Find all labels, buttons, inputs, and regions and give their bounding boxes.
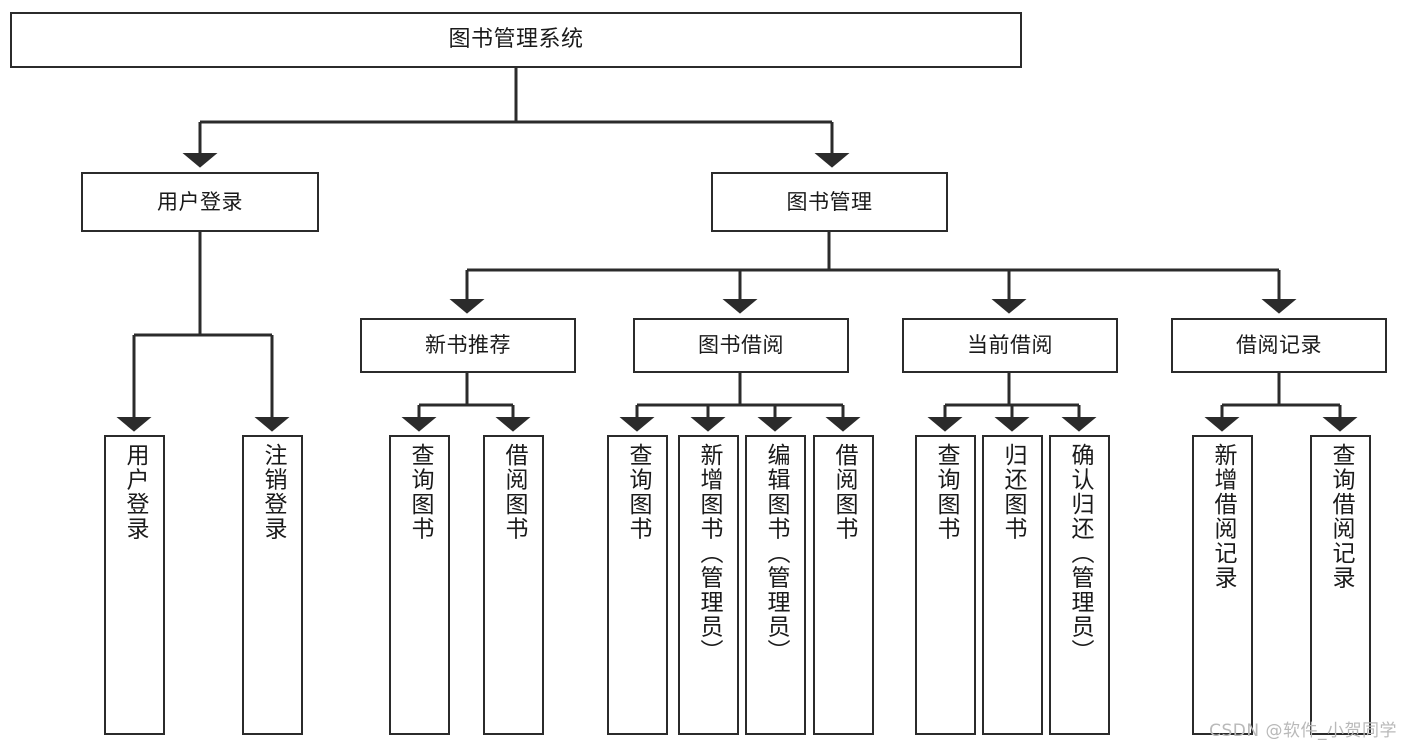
node-book-borrow[interactable]: 图书借阅	[633, 318, 849, 373]
leaf-borrow-book-2-label: 借阅图书	[831, 443, 857, 541]
leaf-node-borrow-book[interactable]: 借阅图书	[813, 435, 874, 735]
node-new-book-recommend[interactable]: 新书推荐	[360, 318, 576, 373]
node-user-login[interactable]: 用户登录	[81, 172, 319, 232]
leaf-query-book-3-label: 查询图书	[933, 443, 959, 541]
node-book-management-label: 图书管理	[786, 189, 873, 214]
leaf-node-borrow-book-recommend[interactable]: 借阅图书	[483, 435, 544, 735]
leaf-borrow-book-1-label: 借阅图书	[501, 443, 527, 541]
leaf-query-book-1-label: 查询图书	[407, 443, 433, 541]
leaf-user-logout-label: 注销登录	[260, 443, 286, 541]
leaf-add-book-label: 新增图书（管理员）	[696, 443, 722, 664]
leaf-node-return-book[interactable]: 归还图书	[982, 435, 1043, 735]
node-new-book-recommend-label: 新书推荐	[425, 333, 511, 358]
leaf-node-confirm-return-admin[interactable]: 确认归还（管理员）	[1049, 435, 1110, 735]
node-current-borrow[interactable]: 当前借阅	[902, 318, 1118, 373]
leaf-node-user-logout[interactable]: 注销登录	[242, 435, 303, 735]
leaf-node-query-book-current[interactable]: 查询图书	[915, 435, 976, 735]
leaf-user-login-label: 用户登录	[122, 443, 148, 541]
leaf-node-user-login[interactable]: 用户登录	[104, 435, 165, 735]
leaf-return-book-label: 归还图书	[1000, 443, 1026, 541]
leaf-query-record-label: 查询借阅记录	[1328, 443, 1354, 590]
csdn-watermark: CSDN @软件_小贺同学	[1209, 721, 1397, 741]
node-book-borrow-label: 图书借阅	[698, 333, 784, 358]
leaf-node-query-borrow-record[interactable]: 查询借阅记录	[1310, 435, 1371, 735]
leaf-node-add-book-admin[interactable]: 新增图书（管理员）	[678, 435, 739, 735]
node-book-management[interactable]: 图书管理	[711, 172, 948, 232]
leaf-node-add-borrow-record[interactable]: 新增借阅记录	[1192, 435, 1253, 735]
node-borrow-record[interactable]: 借阅记录	[1171, 318, 1387, 373]
node-root-label: 图书管理系统	[448, 27, 584, 53]
node-borrow-record-label: 借阅记录	[1236, 333, 1322, 358]
leaf-node-query-book-borrow[interactable]: 查询图书	[607, 435, 668, 735]
leaf-confirm-return-label: 确认归还（管理员）	[1067, 443, 1093, 664]
node-current-borrow-label: 当前借阅	[967, 333, 1053, 358]
leaf-node-query-book-recommend[interactable]: 查询图书	[389, 435, 450, 735]
leaf-query-book-2-label: 查询图书	[625, 443, 651, 541]
leaf-edit-book-label: 编辑图书（管理员）	[763, 443, 789, 664]
node-root-book-management-system[interactable]: 图书管理系统	[10, 12, 1022, 68]
leaf-node-edit-book-admin[interactable]: 编辑图书（管理员）	[745, 435, 806, 735]
leaf-add-record-label: 新增借阅记录	[1210, 443, 1236, 590]
node-user-login-label: 用户登录	[157, 189, 243, 214]
